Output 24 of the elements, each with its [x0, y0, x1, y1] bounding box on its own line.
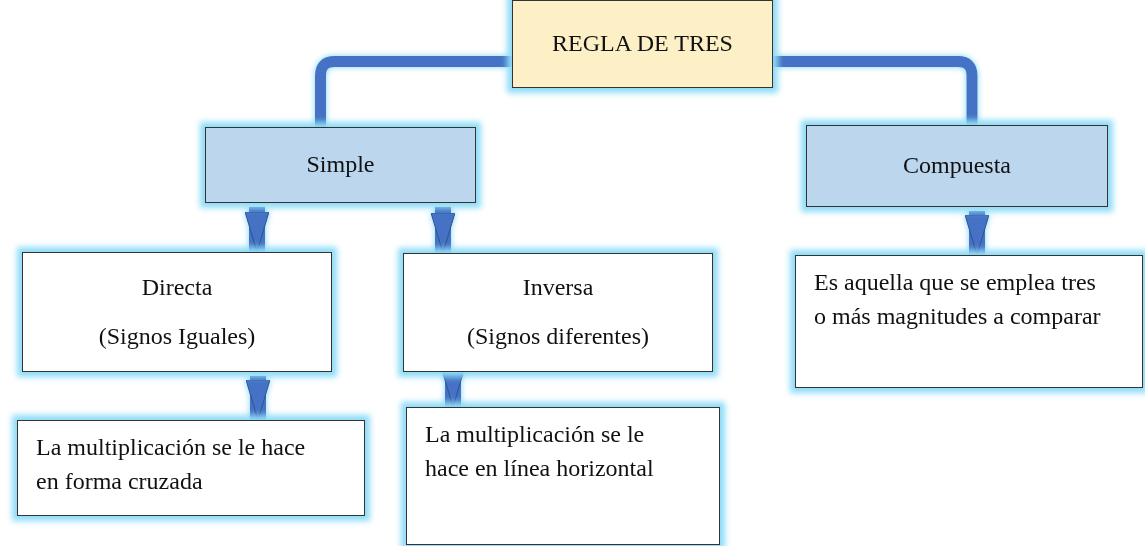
- title-box: [512, 0, 773, 88]
- description-box: [403, 253, 713, 372]
- node-title: La multiplicación se le hace en forma cruzada: [36, 433, 307, 496]
- node-subtitle: (Signos diferentes): [467, 321, 649, 351]
- node-title: REGLA DE TRES: [552, 29, 733, 59]
- description-box: [22, 252, 332, 372]
- node-title: Directa: [141, 272, 213, 302]
- description-box: [406, 407, 720, 545]
- description-box: [795, 255, 1143, 388]
- node-title: Compuesta: [903, 151, 1011, 181]
- connector-line: [773, 56, 978, 125]
- description-box: [17, 420, 365, 516]
- node-title: La multiplicación se le hace en línea horizontal: [425, 420, 655, 483]
- node-subtitle: (Signos Iguales): [98, 321, 256, 351]
- category-box: [806, 125, 1108, 207]
- block-arrow: [964, 211, 990, 256]
- node-title: Es aquella que se emplea tres o más magnitudes a comparar: [814, 268, 1102, 331]
- category-box: [205, 127, 476, 203]
- node-title: Simple: [306, 150, 375, 180]
- connector-line: [315, 56, 512, 127]
- node-title: Inversa: [522, 273, 594, 303]
- block-arrow: [244, 207, 270, 253]
- block-arrow: [245, 376, 271, 421]
- block-arrow: [430, 207, 456, 254]
